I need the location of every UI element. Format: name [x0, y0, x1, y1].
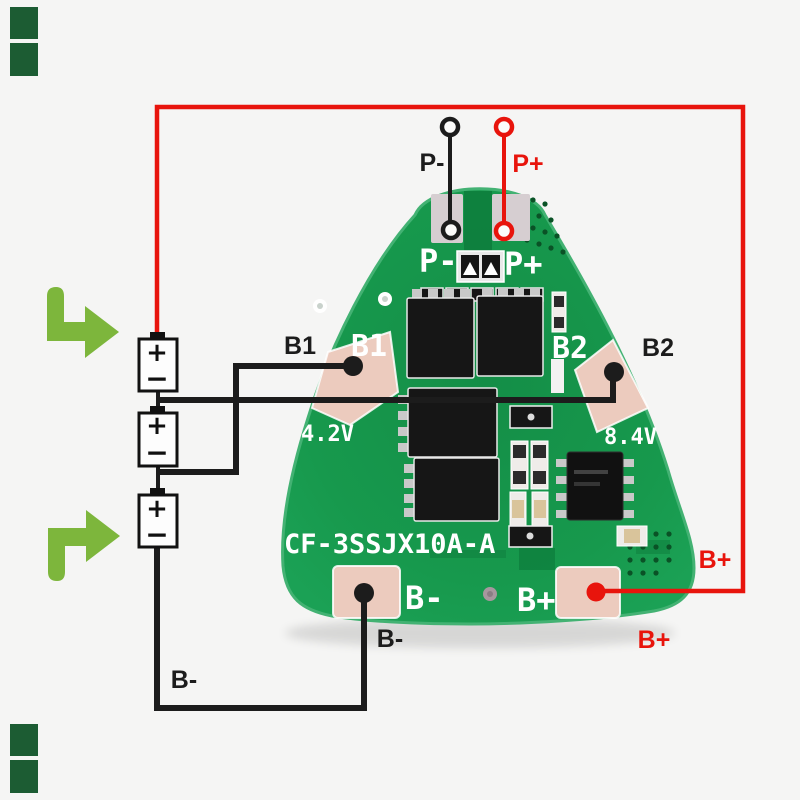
battery-cell-3: + −	[137, 488, 179, 551]
silkscreen-p-minus: P-	[419, 242, 458, 280]
battery-cell-3-tab	[150, 488, 165, 496]
mosfet-4	[404, 457, 500, 522]
silkscreen-voltage-left: 4.2V	[301, 422, 354, 447]
corner-mark-bottom-1	[10, 724, 38, 756]
battery-cell-2-body	[137, 411, 179, 468]
protection-ic-chip	[556, 451, 634, 521]
silkscreen-labels: P- P+ B1 B2 4.2V 8.4V CF-3SSJX10A-A B- B…	[284, 242, 657, 619]
corner-mark-top-1	[10, 7, 38, 39]
external-labels: P- P+ B1 B2 B+ B- B+ B-	[171, 149, 732, 694]
corner-mark-top-2	[10, 43, 38, 76]
battery-cell-1-minus: −	[145, 362, 168, 395]
battery-cell-1-tab	[150, 332, 165, 340]
via-gray-hole	[487, 591, 493, 597]
terminal-ring-p-minus-top	[439, 116, 461, 138]
turn-up-right-arrow-icon	[48, 510, 120, 581]
label-b-minus-bottom-left: B-	[171, 666, 197, 694]
board-shadow	[285, 618, 675, 648]
solder-dot-b1	[343, 356, 363, 376]
silkscreen-model: CF-3SSJX10A-A	[284, 529, 495, 560]
wire-b1	[158, 363, 348, 475]
battery-cell-3-minus: −	[145, 518, 168, 551]
battery-cell-2: + −	[137, 406, 179, 469]
via-white-2-hole	[382, 296, 388, 302]
jumper-component	[456, 250, 505, 283]
label-b2: B2	[642, 334, 674, 362]
via-white-1-hole	[317, 303, 323, 309]
terminal-ring-p-minus-bottom	[440, 219, 462, 241]
battery-stack: + − + − + −	[137, 332, 179, 551]
terminal-ring-p-plus-bottom	[493, 220, 515, 242]
label-p-plus: P+	[512, 150, 543, 178]
solder-dot-b-minus	[354, 583, 374, 603]
battery-cell-1-body	[137, 337, 179, 393]
dark-trace-bplus	[519, 548, 555, 570]
battery-cell-2-tab	[150, 406, 165, 414]
battery-cell-1: + −	[137, 332, 179, 395]
battery-cell-3-plus: +	[146, 494, 168, 524]
label-b-minus-below: B-	[377, 625, 403, 653]
wire-b2	[158, 375, 616, 403]
corner-mark-bars	[10, 7, 38, 793]
solder-dot-b2	[604, 362, 624, 382]
dark-trace-bottom	[430, 550, 506, 558]
silkscreen-voltage-right: 8.4V	[604, 425, 657, 450]
silkscreen-b2: B2	[552, 331, 588, 366]
battery-cell-2-minus: −	[145, 436, 168, 469]
silkscreen-b-minus: B-	[405, 579, 444, 617]
label-b1: B1	[284, 332, 316, 360]
battery-cell-1-plus: +	[146, 338, 168, 368]
battery-cell-3-body	[137, 493, 179, 549]
silkscreen-p-plus: P+	[504, 245, 543, 283]
dark-trace-top	[464, 191, 492, 253]
wiring	[154, 104, 746, 711]
white-component	[551, 359, 564, 393]
turn-down-right-arrow-icon	[47, 287, 119, 358]
battery-cell-2-plus: +	[146, 411, 168, 441]
solder-dot-b-plus	[586, 582, 606, 602]
mosfet-2	[476, 288, 544, 377]
label-b-plus-below: B+	[638, 626, 671, 654]
silkscreen-b-plus: B+	[517, 581, 556, 619]
mosfet-1	[406, 289, 475, 379]
passive-components	[508, 291, 648, 548]
label-p-minus: P-	[420, 149, 445, 177]
label-b-plus-right: B+	[699, 546, 732, 574]
corner-mark-bottom-2	[10, 760, 38, 793]
wire-red-main	[154, 104, 746, 594]
wire-b-minus	[154, 547, 367, 711]
terminal-ring-p-plus-top	[493, 116, 515, 138]
